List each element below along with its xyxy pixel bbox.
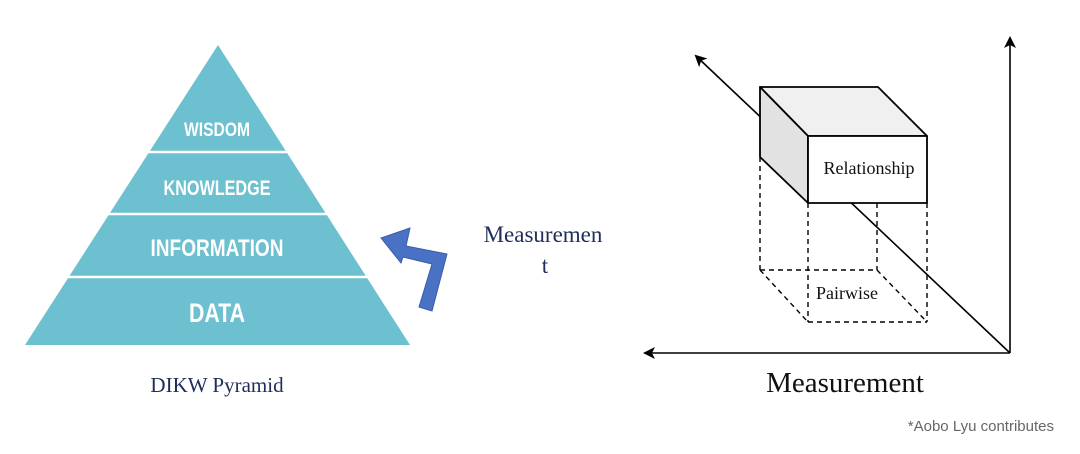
- level-knowledge: KNOWLEDGE: [164, 177, 271, 200]
- box-front-face: [807, 135, 928, 204]
- measurement-label-line2: t: [542, 253, 549, 278]
- credit-text: *Aobo Lyu contributes: [908, 418, 1054, 435]
- axes: [643, 36, 1016, 359]
- pairwise-label: Pairwise: [816, 283, 878, 303]
- level-wisdom: WISDOM: [184, 120, 250, 141]
- pairwise-projection: [759, 157, 928, 323]
- relationship-label: Relationship: [824, 158, 915, 178]
- depth-axis-arrow: [694, 54, 1011, 354]
- axis-measurement-label: Measurement: [766, 367, 924, 399]
- pyramid-shape: [25, 45, 410, 345]
- dikw-pyramid: WISDOM KNOWLEDGE INFORMATION DATA: [0, 45, 420, 345]
- pyramid-caption: DIKW Pyramid: [150, 373, 284, 397]
- level-information: INFORMATION: [151, 235, 284, 262]
- measurement-label-line1: Measuremen: [484, 222, 603, 247]
- relationship-box: [759, 86, 928, 204]
- level-data: DATA: [189, 298, 245, 328]
- bent-arrow-icon: [380, 227, 448, 312]
